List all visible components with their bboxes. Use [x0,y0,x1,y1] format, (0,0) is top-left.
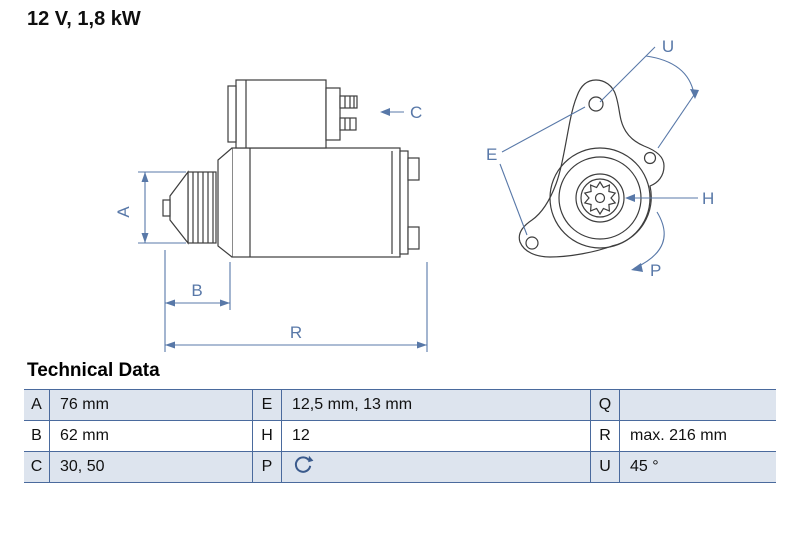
table-row: C 30, 50 P U 45 ° [24,452,776,483]
table-row: A 76 mm E 12,5 mm, 13 mm Q [24,390,776,421]
param-key-cell: Q [590,390,620,420]
param-value-cell [620,390,776,420]
side-view [162,79,420,258]
param-value-cell: 45 ° [630,458,659,475]
dim-label-u: U [662,37,674,56]
param-value-cell: 76 mm [60,396,109,413]
param-value-cell: 62 mm [60,427,109,444]
dim-label-a: A [114,206,133,218]
front-view [518,79,665,258]
starter-motor-technical-drawing: C A B R U [114,37,714,352]
param-value-cell [282,452,590,482]
param-key-cell: H [252,421,282,451]
rotation-direction-icon [292,454,314,481]
param-key-cell: P [252,452,282,482]
dim-label-h: H [702,189,714,208]
dimensions: C A B R U [114,37,714,352]
dim-label-b: B [191,281,202,300]
dim-label-r: R [290,323,302,342]
param-key-cell: R [590,421,620,451]
param-key-cell: U [590,452,620,482]
param-value-cell: 12,5 mm, 13 mm [292,396,413,413]
dim-label-p: P [650,261,661,280]
param-key-cell: C [24,452,50,482]
param-key-cell: E [252,390,282,420]
dim-label-c: C [410,103,422,122]
param-key-cell: A [24,390,50,420]
technical-data-table: A 76 mm E 12,5 mm, 13 mm Q B 62 mm H 12 … [24,389,776,483]
technical-data-section: Technical Data A 76 mm E 12,5 mm, 13 mm … [0,360,800,483]
param-key-cell: B [24,421,50,451]
dim-label-e: E [486,145,497,164]
param-value-cell: 12 [292,427,310,444]
param-value-cell: max. 216 mm [630,427,727,444]
table-row: B 62 mm H 12 R max. 216 mm [24,421,776,452]
technical-data-heading: Technical Data [27,360,160,381]
param-value-cell: 30, 50 [60,458,105,475]
page-title: 12 V, 1,8 kW [27,8,141,30]
